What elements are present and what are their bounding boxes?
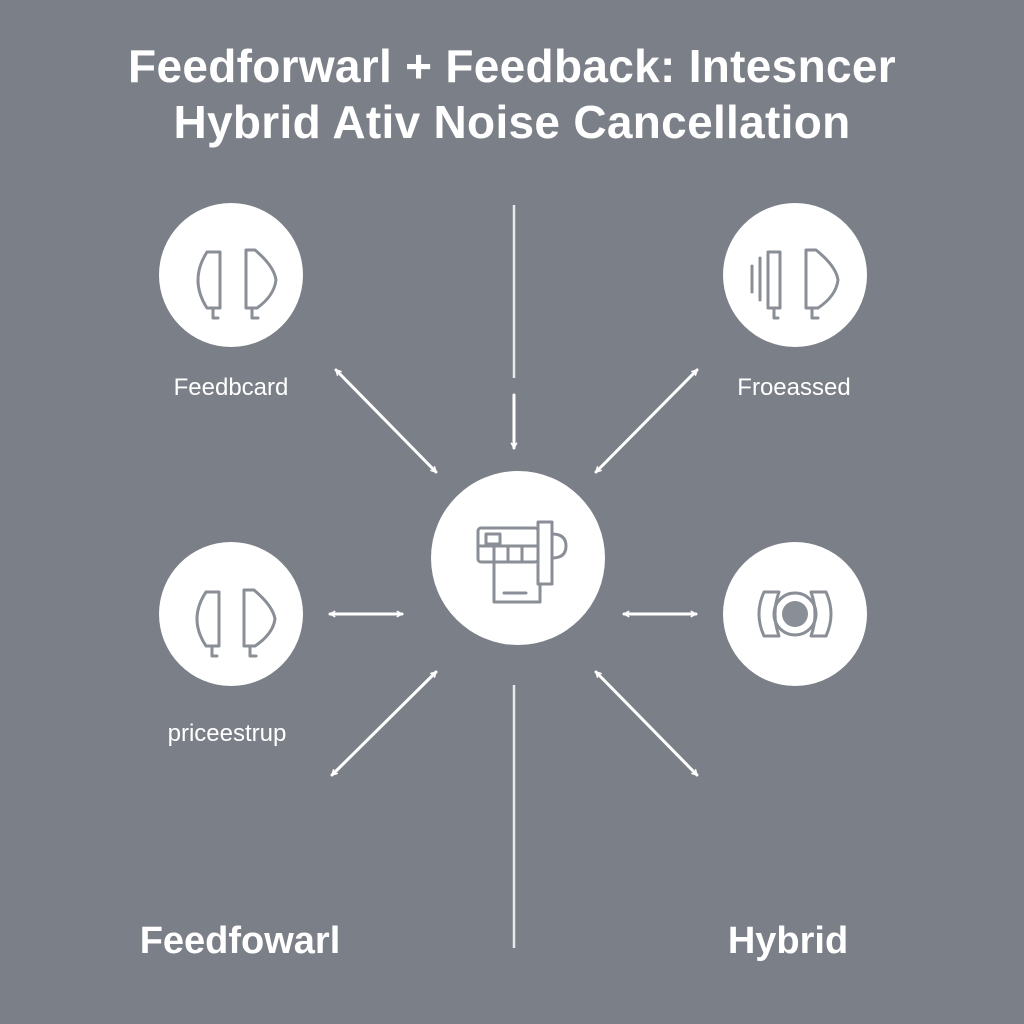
arrow-bottom-left	[330, 670, 438, 777]
node-center	[431, 471, 605, 645]
title-line-1: Feedforwarl + Feedback: Intesncer	[128, 40, 896, 92]
node-mid-right	[723, 542, 867, 686]
node-mid-left	[159, 542, 303, 686]
earbuds-icon	[196, 248, 278, 320]
label-top-left: Feedbcard	[173, 374, 289, 401]
label-mid-left: priceestrup	[167, 720, 287, 747]
node-top-left	[159, 203, 303, 347]
title-line-2: Hybrid Ativ Noise Cancellation	[173, 96, 851, 148]
section-label-right: Hybrid	[727, 920, 849, 962]
arrow-top-right	[594, 368, 699, 474]
earbuds-sound-waves-icon	[750, 248, 840, 320]
label-top-right: Froeassed	[737, 374, 851, 401]
camera-lens-icon	[757, 590, 833, 638]
earbuds-icon	[195, 588, 277, 658]
arrow-top-left	[334, 368, 438, 474]
node-top-right	[723, 203, 867, 347]
page-title: Feedforwarl + Feedback: Intesncer Hybrid…	[0, 38, 1024, 150]
section-label-left: Feedfowarl	[139, 920, 341, 962]
processor-device-icon	[476, 520, 568, 604]
arrow-bottom-right	[594, 670, 699, 777]
